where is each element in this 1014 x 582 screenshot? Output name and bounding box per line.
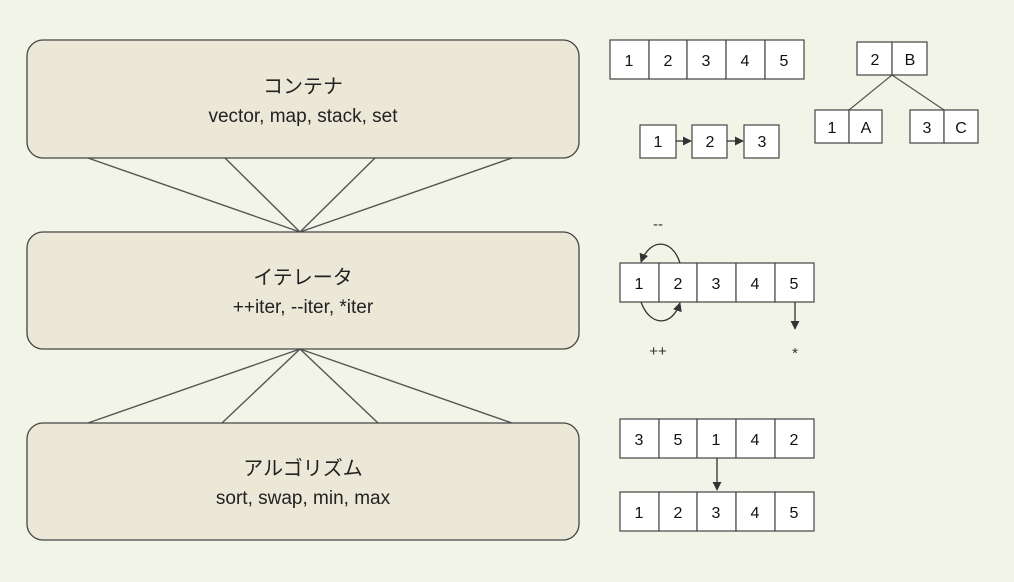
list-node bbox=[639, 124, 677, 159]
sorted-cell bbox=[696, 491, 737, 532]
iterator-cell-label: 3 bbox=[712, 276, 721, 293]
tree-left-node bbox=[848, 109, 883, 144]
iterator-layer-box bbox=[26, 231, 580, 350]
unsorted-cell-label: 1 bbox=[712, 432, 721, 449]
sorted-cell-label: 4 bbox=[751, 505, 760, 522]
list-node-label: 3 bbox=[758, 134, 767, 151]
list-node bbox=[691, 124, 728, 159]
tree-right-node bbox=[943, 109, 979, 144]
decrement-arrow bbox=[639, 243, 681, 264]
iterator-cell-label: 1 bbox=[635, 276, 644, 293]
container-layer-title: コンテナ bbox=[263, 76, 343, 98]
increment-label: ++ bbox=[649, 343, 667, 360]
tree-example: 2 B 1 A 3 C bbox=[814, 41, 979, 144]
connector-line bbox=[299, 157, 513, 233]
sorted-cell bbox=[774, 491, 815, 532]
tree-root-node bbox=[891, 41, 928, 76]
decrement-label: -- bbox=[653, 216, 663, 233]
vector-cell bbox=[764, 39, 805, 80]
algorithm-example: 3 5 1 4 2 1 2 3 4 5 bbox=[619, 418, 815, 532]
algorithm-layer-box bbox=[26, 422, 580, 541]
vector-cell bbox=[609, 39, 650, 80]
iterator-layer-subtitle: ++iter, --iter, *iter bbox=[233, 297, 374, 318]
container-layer-box bbox=[26, 39, 580, 159]
vector-cell bbox=[648, 39, 688, 80]
unsorted-cell-label: 5 bbox=[674, 432, 683, 449]
iterator-cell bbox=[735, 262, 776, 303]
sorted-cell bbox=[658, 491, 698, 532]
vector-example: 1 2 3 4 5 bbox=[609, 39, 805, 80]
connector-line bbox=[299, 348, 513, 424]
unsorted-cell bbox=[735, 418, 776, 459]
sorted-cell-label: 3 bbox=[712, 505, 721, 522]
unsorted-cell bbox=[696, 418, 737, 459]
algorithm-layer-subtitle: sort, swap, min, max bbox=[216, 488, 391, 509]
tree-right-value: C bbox=[955, 120, 967, 137]
connector-line bbox=[221, 348, 301, 424]
connector-line bbox=[299, 348, 379, 424]
unsorted-cell-label: 3 bbox=[635, 432, 644, 449]
unsorted-cell-label: 4 bbox=[751, 432, 760, 449]
tree-edge bbox=[891, 74, 945, 111]
container-layer-subtitle: vector, map, stack, set bbox=[208, 106, 398, 127]
sorted-cell-label: 1 bbox=[635, 505, 644, 522]
tree-root-node bbox=[856, 41, 893, 76]
increment-arrow bbox=[640, 301, 682, 322]
iterator-layer: イテレータ ++iter, --iter, *iter bbox=[26, 231, 580, 350]
connector-line bbox=[87, 157, 301, 233]
list-node-label: 1 bbox=[654, 134, 663, 151]
tree-left-key: 1 bbox=[828, 120, 837, 137]
tree-left-value: A bbox=[861, 120, 872, 137]
sorted-cell-label: 5 bbox=[790, 505, 799, 522]
container-layer: コンテナ vector, map, stack, set bbox=[26, 39, 580, 159]
vector-cell-label: 1 bbox=[625, 53, 634, 70]
tree-left-node bbox=[814, 109, 850, 144]
vector-cell-label: 2 bbox=[664, 53, 673, 70]
algorithm-layer: アルゴリズム sort, swap, min, max bbox=[26, 422, 580, 541]
tree-right-key: 3 bbox=[923, 120, 932, 137]
iterator-cell-label: 2 bbox=[674, 276, 683, 293]
connector-line bbox=[299, 157, 376, 233]
unsorted-cell bbox=[658, 418, 698, 459]
list-node bbox=[743, 124, 780, 159]
tree-root-value: B bbox=[905, 52, 916, 69]
iterator-example: -- 1 2 3 4 5 ++ * bbox=[619, 216, 815, 362]
iterator-cell-label: 4 bbox=[751, 276, 760, 293]
list-example: 1 2 3 bbox=[639, 124, 780, 159]
unsorted-cell bbox=[619, 418, 660, 459]
vector-cell-label: 3 bbox=[702, 53, 711, 70]
unsorted-cell-label: 2 bbox=[790, 432, 799, 449]
layer-connectors bbox=[87, 157, 513, 424]
unsorted-cell bbox=[774, 418, 815, 459]
iterator-cell-label: 5 bbox=[790, 276, 799, 293]
iterator-cell bbox=[658, 262, 698, 303]
tree-edge bbox=[848, 74, 893, 111]
iterator-cell bbox=[696, 262, 737, 303]
iterator-layer-title: イテレータ bbox=[253, 266, 353, 289]
sorted-cell-label: 2 bbox=[674, 505, 683, 522]
tree-root-key: 2 bbox=[871, 52, 880, 69]
vector-cell-label: 4 bbox=[741, 53, 750, 70]
algorithm-layer-title: アルゴリズム bbox=[243, 457, 362, 480]
vector-cell-label: 5 bbox=[780, 53, 789, 70]
connector-line bbox=[224, 157, 301, 233]
iterator-cell bbox=[619, 262, 660, 303]
connector-line bbox=[87, 348, 301, 424]
deref-label: * bbox=[792, 345, 798, 362]
list-node-label: 2 bbox=[706, 134, 715, 151]
